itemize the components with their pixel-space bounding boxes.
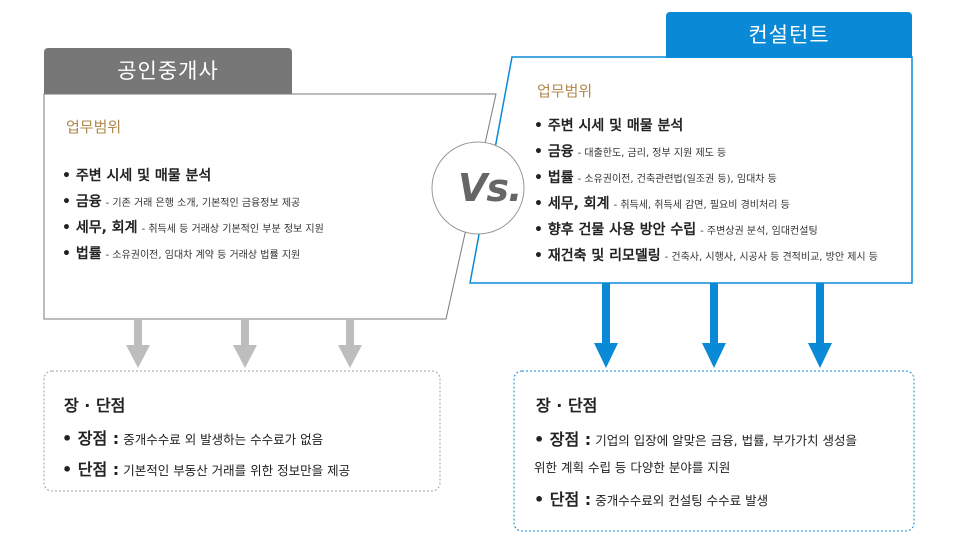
left-scope-title: 업무범위 <box>66 118 122 136</box>
list-item: • 세무, 회계- 취득세, 취득세 감면, 필요비 경비처리 등 <box>534 196 790 212</box>
right-pros-line-cont: 위한 계획 수립 등 다양한 분야를 지원 <box>534 460 731 475</box>
list-item: • 금융- 대출한도, 금리, 정부 지원 제도 등 <box>534 144 727 160</box>
list-item: • 주변 시세 및 매물 분석 <box>534 118 684 134</box>
list-item: • 세무, 회계- 취득세 등 거래상 기본적인 부분 정보 지원 <box>62 220 324 236</box>
right-pros-cons-box <box>513 370 915 532</box>
list-item: • 주변 시세 및 매물 분석 <box>62 168 212 184</box>
right-pros-cons-title: 장 · 단점 <box>536 396 598 415</box>
left-tab-realtor: 공인중개사 <box>44 48 292 94</box>
vs-circle <box>431 141 525 235</box>
vs-label: Vs. <box>458 166 522 210</box>
list-item: • 향후 건물 사용 방안 수립- 주변상권 분석, 임대컨설팅 <box>534 222 818 238</box>
gray-arrow-2 <box>233 319 257 368</box>
gray-arrow-1 <box>126 319 150 368</box>
right-scope-list: • 주변 시세 및 매물 분석 • 금융- 대출한도, 금리, 정부 지원 제도… <box>534 114 878 270</box>
blue-arrow-1 <box>594 283 618 368</box>
left-cons-line: • 단점 :기본적인 부동산 거래를 위한 정보만을 제공 <box>62 460 351 479</box>
list-item: • 금융- 기존 거래 은행 소개, 기본적인 금융정보 제공 <box>62 194 301 210</box>
list-item: • 법률- 소유권이전, 임대차 계약 등 거래상 법률 지원 <box>62 246 301 262</box>
left-pros-cons-title: 장 · 단점 <box>64 396 126 415</box>
blue-arrows <box>594 283 832 368</box>
left-pros-line: • 장점 :중개수수료 외 발생하는 수수료가 없음 <box>62 429 324 448</box>
list-item: • 법률- 소유권이전, 건축관련법(일조권 등), 임대차 등 <box>534 170 777 186</box>
right-pros-line: • 장점 :기업의 입장에 알맞은 금융, 법률, 부가가치 생성을 <box>534 430 858 449</box>
right-cons-line: • 단점 :중개수수료외 컨설팅 수수료 발생 <box>534 490 769 509</box>
gray-arrows <box>126 319 362 368</box>
right-scope-title: 업무범위 <box>537 82 593 100</box>
blue-arrow-2 <box>702 283 726 368</box>
list-item: • 재건축 및 리모델링- 건축사, 시행사, 시공사 등 견적비교, 방안 제… <box>534 248 878 264</box>
left-scope-list: • 주변 시세 및 매물 분석 • 금융- 기존 거래 은행 소개, 기본적인 … <box>62 164 324 268</box>
blue-arrow-3 <box>808 283 832 368</box>
left-scope-panel <box>43 93 497 320</box>
right-tab-consultant: 컨설턴트 <box>666 12 912 58</box>
gray-arrow-3 <box>338 319 362 368</box>
left-pros-cons-box <box>43 370 441 492</box>
